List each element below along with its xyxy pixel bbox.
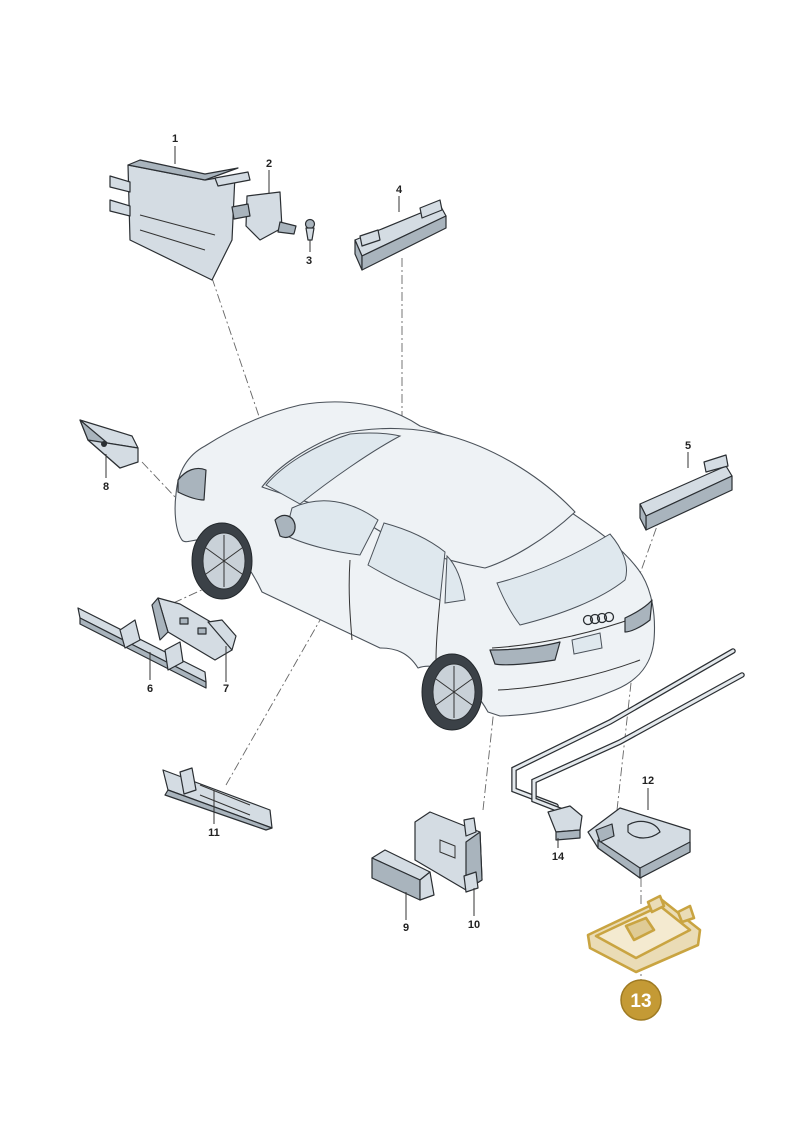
part-12-module[interactable]	[587, 807, 691, 879]
part-1-control-unit[interactable]	[109, 159, 251, 281]
label-part-7[interactable]: 7	[223, 683, 229, 695]
part-8-module[interactable]	[79, 419, 139, 469]
label-part-5[interactable]: 5	[685, 440, 691, 452]
label-part-12[interactable]: 12	[642, 775, 654, 787]
part-11-bracket[interactable]	[162, 767, 273, 831]
label-part-1[interactable]: 1	[172, 133, 178, 145]
label-part-3[interactable]: 3	[306, 255, 312, 267]
part-number-labels: 1 2 3 4 5 8 6 7 11 9 10 14 12	[103, 133, 691, 934]
label-part-11[interactable]: 11	[208, 827, 220, 839]
front-wheel	[191, 522, 253, 600]
label-part-13: 13	[630, 991, 651, 1012]
label-part-9[interactable]: 9	[403, 922, 409, 934]
label-part-2[interactable]: 2	[266, 158, 272, 170]
part-6-bracket[interactable]	[77, 607, 207, 689]
rear-wheel	[421, 653, 483, 731]
part-5-antenna[interactable]	[639, 454, 733, 531]
audi-logo	[582, 611, 615, 626]
part-3-screw[interactable]	[304, 218, 316, 241]
part-7-bracket[interactable]	[151, 597, 237, 661]
label-part-10[interactable]: 10	[468, 919, 480, 931]
leader-lines	[105, 146, 689, 920]
label-part-8[interactable]: 8	[103, 481, 109, 493]
label-part-4[interactable]: 4	[396, 184, 403, 196]
label-part-14[interactable]: 14	[552, 851, 565, 863]
car-illustration	[174, 401, 655, 731]
part-10-control-unit[interactable]	[414, 811, 483, 893]
part-2-sensor[interactable]	[231, 191, 297, 241]
highlight-badge-13[interactable]: 13	[620, 979, 662, 1021]
part-9-module[interactable]	[371, 849, 435, 901]
label-part-6[interactable]: 6	[147, 683, 153, 695]
part-13-highlighted-tray[interactable]	[586, 894, 702, 974]
part-4-antenna[interactable]	[354, 199, 447, 271]
part-14-wiring[interactable]	[511, 648, 745, 841]
